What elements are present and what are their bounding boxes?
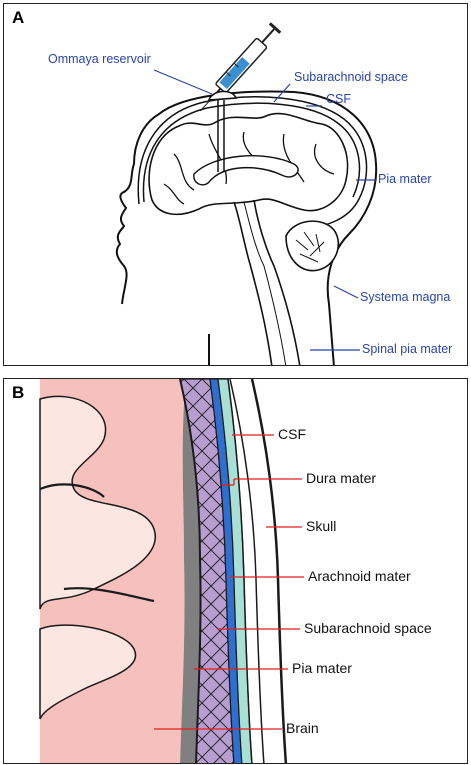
label-csf: CSF (278, 426, 306, 442)
label-systema-magna: Systema magna (360, 290, 450, 304)
label-pia-mater: Pia mater (292, 660, 352, 676)
label-pia-mater: Pia mater (378, 172, 432, 186)
label-subarachnoid-space: Subarachnoid space (294, 70, 408, 84)
label-skull: Skull (306, 518, 336, 534)
label-csf: CSF (326, 92, 351, 106)
panel-b-meninges-diagram: B (3, 378, 468, 764)
panel-a-head-diagram: A (3, 3, 468, 366)
label-subarachnoid-space: Subarachnoid space (304, 620, 432, 636)
ommaya-reservoir (209, 91, 236, 100)
label-dura-mater: Dura mater (306, 470, 376, 486)
label-spinal-pia-mater: Spinal pia mater (362, 342, 452, 356)
label-arachnoid-mater: Arachnoid mater (308, 568, 411, 584)
label-ommaya-reservoir: Ommaya reservoir (48, 52, 151, 66)
cerebellum (286, 221, 338, 271)
label-brain: Brain (286, 720, 319, 736)
